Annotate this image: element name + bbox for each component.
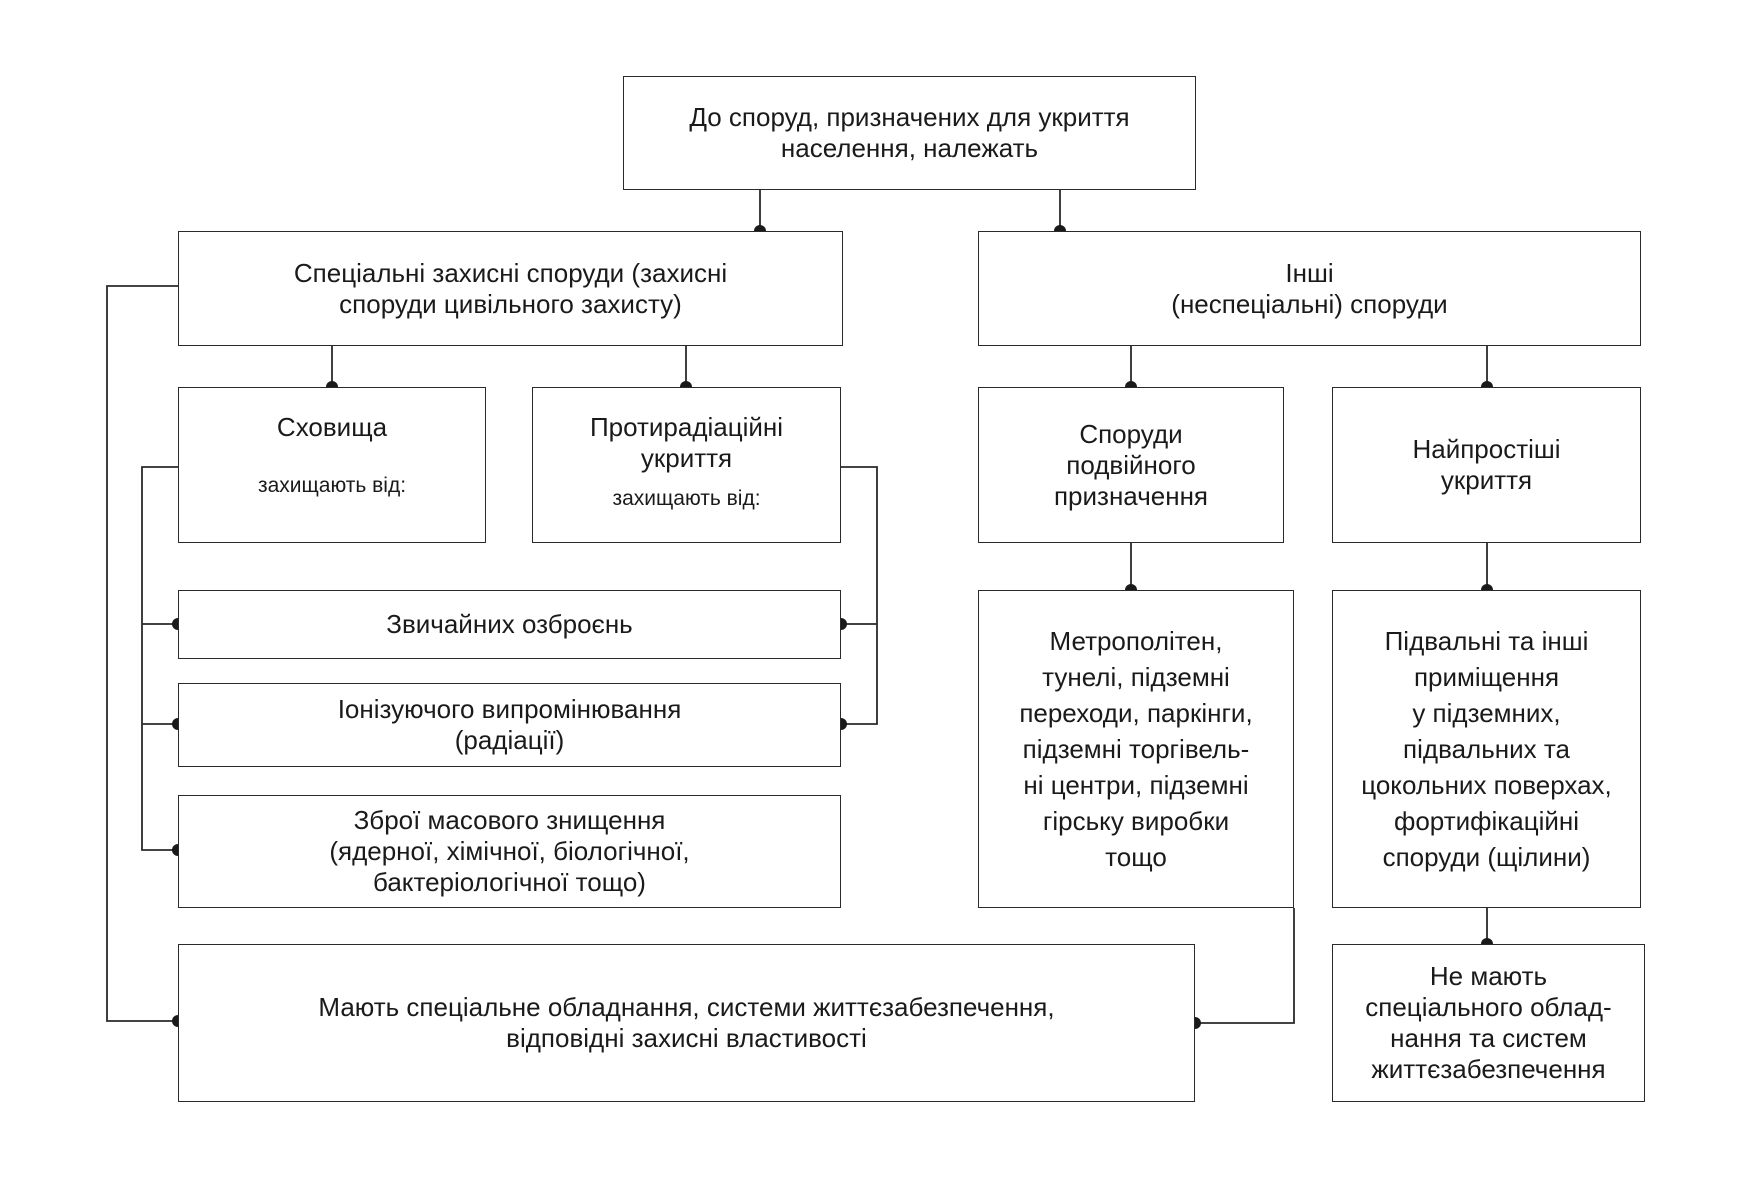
threat-wmd-label: Зброї масового знищення (ядерної, хімічн…	[329, 805, 690, 897]
dual-purpose-title: Споруди подвійного призначення	[1053, 418, 1209, 511]
simplest-shelters-title: Найпростіші укриття	[1412, 434, 1561, 495]
anti-radiation-note: захищають від:	[612, 487, 761, 510]
root-title: До споруд, призначених для укриття насел…	[689, 102, 1130, 163]
equipment-box: Мають спеціальне обладнання, системи жит…	[178, 944, 1195, 1102]
threat-wmd-box: Зброї масового знищення (ядерної, хімічн…	[178, 795, 841, 908]
threat-conventional-box: Звичайних озброєнь	[178, 590, 841, 659]
anti-radiation-title: Протирадіаційні укриття	[589, 412, 784, 473]
threat-conventional-label: Звичайних озброєнь	[386, 609, 633, 639]
threat-radiation-box: Іонізуючого випромінювання (радіації)	[178, 683, 841, 767]
threat-radiation-label: Іонізуючого випромінювання (радіації)	[337, 694, 682, 755]
simplest-shelters-box: Найпростіші укриття	[1332, 387, 1641, 543]
dual-purpose-box: Споруди подвійного призначення	[978, 387, 1284, 543]
shelters-box: Сховища захищають від:	[178, 387, 486, 543]
other-structures-title: Інші (неспеціальні) споруди	[1171, 257, 1448, 319]
no-equipment-box: Не мають спеціального облад- нання та си…	[1332, 944, 1645, 1102]
shelters-note: захищають від:	[257, 474, 407, 497]
other-structures-box: Інші (неспеціальні) споруди	[978, 231, 1641, 346]
dual-purpose-examples-box: Метрополітен, тунелі, підземні переходи,…	[978, 590, 1294, 908]
simplest-examples: Підвальні та інші приміщення у підземних…	[1361, 626, 1612, 872]
special-structures-title: Спеціальні захисні споруди (захисні спор…	[293, 257, 728, 319]
simplest-examples-box: Підвальні та інші приміщення у підземних…	[1332, 590, 1641, 908]
anti-radiation-box: Протирадіаційні укриття захищають від:	[532, 387, 841, 543]
dual-purpose-examples: Метрополітен, тунелі, підземні переходи,…	[1019, 626, 1253, 872]
special-structures-box: Спеціальні захисні споруди (захисні спор…	[178, 231, 843, 346]
root-box: До споруд, призначених для укриття насел…	[623, 76, 1196, 190]
no-equipment-label: Не мають спеціального облад- нання та си…	[1365, 961, 1612, 1084]
shelters-title: Сховища	[276, 412, 388, 442]
equipment-label: Мають спеціальне обладнання, системи жит…	[318, 992, 1055, 1053]
